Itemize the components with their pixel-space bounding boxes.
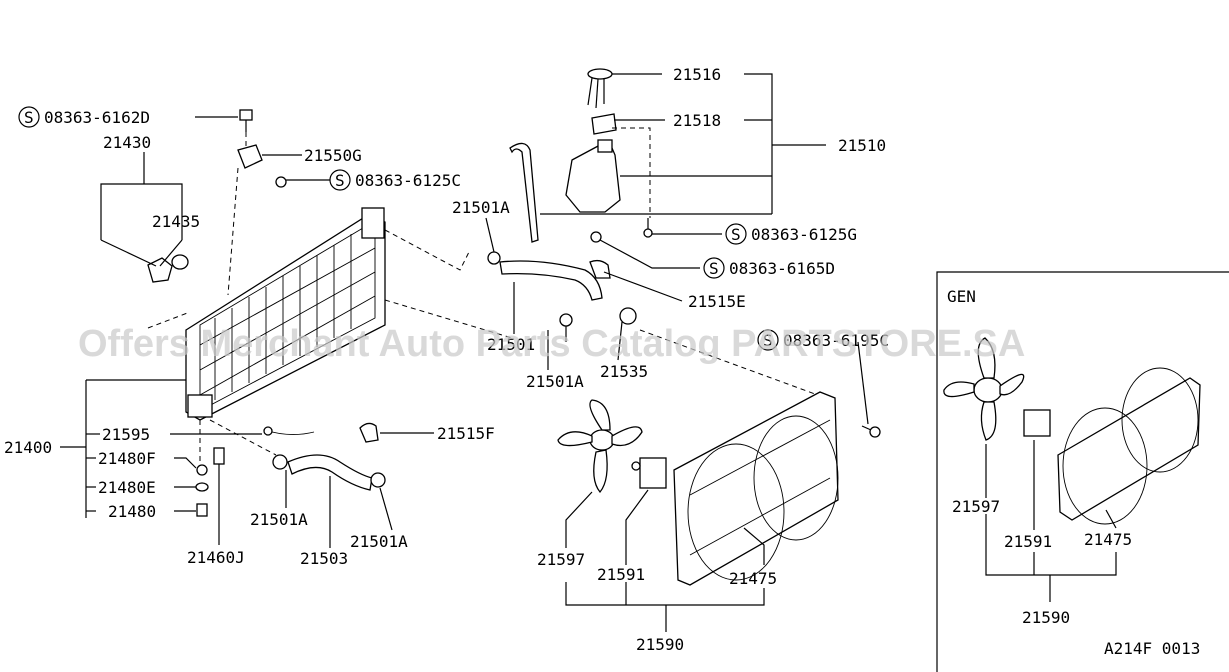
label-08363-6165d[interactable]: 08363-6165D xyxy=(729,259,835,278)
label-gen-21597[interactable]: 21597 xyxy=(952,497,1000,516)
label-21460j[interactable]: 21460J xyxy=(187,548,245,567)
bolt-08363-6125g[interactable] xyxy=(643,218,653,238)
bracket-21550g[interactable] xyxy=(237,144,287,188)
label-21501a-low2[interactable]: 21501A xyxy=(350,532,408,551)
mount-21435[interactable] xyxy=(147,254,189,283)
label-21501a-top[interactable]: 21501A xyxy=(452,198,510,217)
bolt-08363-6165d[interactable] xyxy=(590,231,602,243)
gen-fan-motor-21591[interactable] xyxy=(1023,409,1051,437)
screw-08363-6162d[interactable] xyxy=(239,109,253,132)
label-21435[interactable]: 21435 xyxy=(152,212,200,231)
label-gen-21475[interactable]: 21475 xyxy=(1084,530,1132,549)
clip-21515f[interactable] xyxy=(359,422,379,443)
cap-21516[interactable] xyxy=(587,68,613,109)
clamp-21501a[interactable] xyxy=(272,251,573,488)
phantom-lines xyxy=(147,127,816,465)
label-21480[interactable]: 21480 xyxy=(108,502,156,521)
screw-symbol-2: S xyxy=(335,171,345,190)
label-08363-6125g[interactable]: 08363-6125G xyxy=(751,225,857,244)
label-21501a-low1[interactable]: 21501A xyxy=(250,510,308,529)
label-21501a-mid[interactable]: 21501A xyxy=(526,372,584,391)
label-08363-6195c[interactable]: 08363-6195C xyxy=(783,331,889,350)
label-21535[interactable]: 21535 xyxy=(600,362,648,381)
label-21515f[interactable]: 21515F xyxy=(437,424,495,443)
label-08363-6162d[interactable]: 08363-6162D xyxy=(44,108,150,127)
figure-code: A214F 0013 xyxy=(1104,639,1200,658)
label-21480e[interactable]: 21480E xyxy=(98,478,156,497)
label-gen-21590[interactable]: 21590 xyxy=(1022,608,1070,627)
label-21480f[interactable]: 21480F xyxy=(98,449,156,468)
overflow-tube[interactable] xyxy=(509,142,539,243)
label-21400[interactable]: 21400 xyxy=(4,438,52,457)
screw-symbol-4: S xyxy=(709,259,719,278)
screw-symbol-3: S xyxy=(731,225,741,244)
inset-gen-frame xyxy=(936,271,1229,672)
hose-21595[interactable] xyxy=(263,426,315,436)
upper-hose-21501[interactable] xyxy=(499,260,603,301)
label-21430[interactable]: 21430 xyxy=(103,133,151,152)
label-gen-21591[interactable]: 21591 xyxy=(1004,532,1052,551)
reservoir-tank-21510[interactable] xyxy=(565,139,621,213)
watermark: Offers Merchant Auto Parts Catalog PARTS… xyxy=(78,323,1025,365)
label-21516[interactable]: 21516 xyxy=(673,65,721,84)
label-21595[interactable]: 21595 xyxy=(102,425,150,444)
label-08363-6125c[interactable]: 08363-6125C xyxy=(355,171,461,190)
lower-hose-21503[interactable] xyxy=(287,454,373,491)
fan-motor-21591[interactable] xyxy=(631,457,667,489)
gen-fan-blade-21597[interactable] xyxy=(943,337,1025,441)
label-21515e[interactable]: 21515E xyxy=(688,292,746,311)
gen-fan-shroud-21475[interactable] xyxy=(1057,367,1201,525)
screw-08363-6195c[interactable] xyxy=(861,425,881,438)
inset-title: GEN xyxy=(947,287,976,306)
label-21590[interactable]: 21590 xyxy=(636,635,684,654)
label-21518[interactable]: 21518 xyxy=(673,111,721,130)
screw-symbol-5: S xyxy=(763,331,773,350)
clip-21515e[interactable] xyxy=(589,259,611,279)
label-21510[interactable]: 21510 xyxy=(838,136,886,155)
label-21503[interactable]: 21503 xyxy=(300,549,348,568)
drain-21480-set[interactable] xyxy=(195,447,225,517)
leader-lines xyxy=(60,73,1117,632)
cap-21535[interactable] xyxy=(619,307,637,325)
fan-shroud-21475[interactable] xyxy=(673,391,839,586)
radiator-21400[interactable] xyxy=(185,207,386,421)
label-21501-mid[interactable]: 21501 xyxy=(487,335,535,354)
fan-blade-21597[interactable] xyxy=(557,399,643,494)
screw-symbol-1: S xyxy=(24,108,34,127)
label-21597[interactable]: 21597 xyxy=(537,550,585,569)
label-21550g[interactable]: 21550G xyxy=(304,146,362,165)
label-21475[interactable]: 21475 xyxy=(729,569,777,588)
bracket-21518[interactable] xyxy=(591,113,617,135)
label-21591[interactable]: 21591 xyxy=(597,565,645,584)
screw-symbol-icon xyxy=(18,106,779,351)
